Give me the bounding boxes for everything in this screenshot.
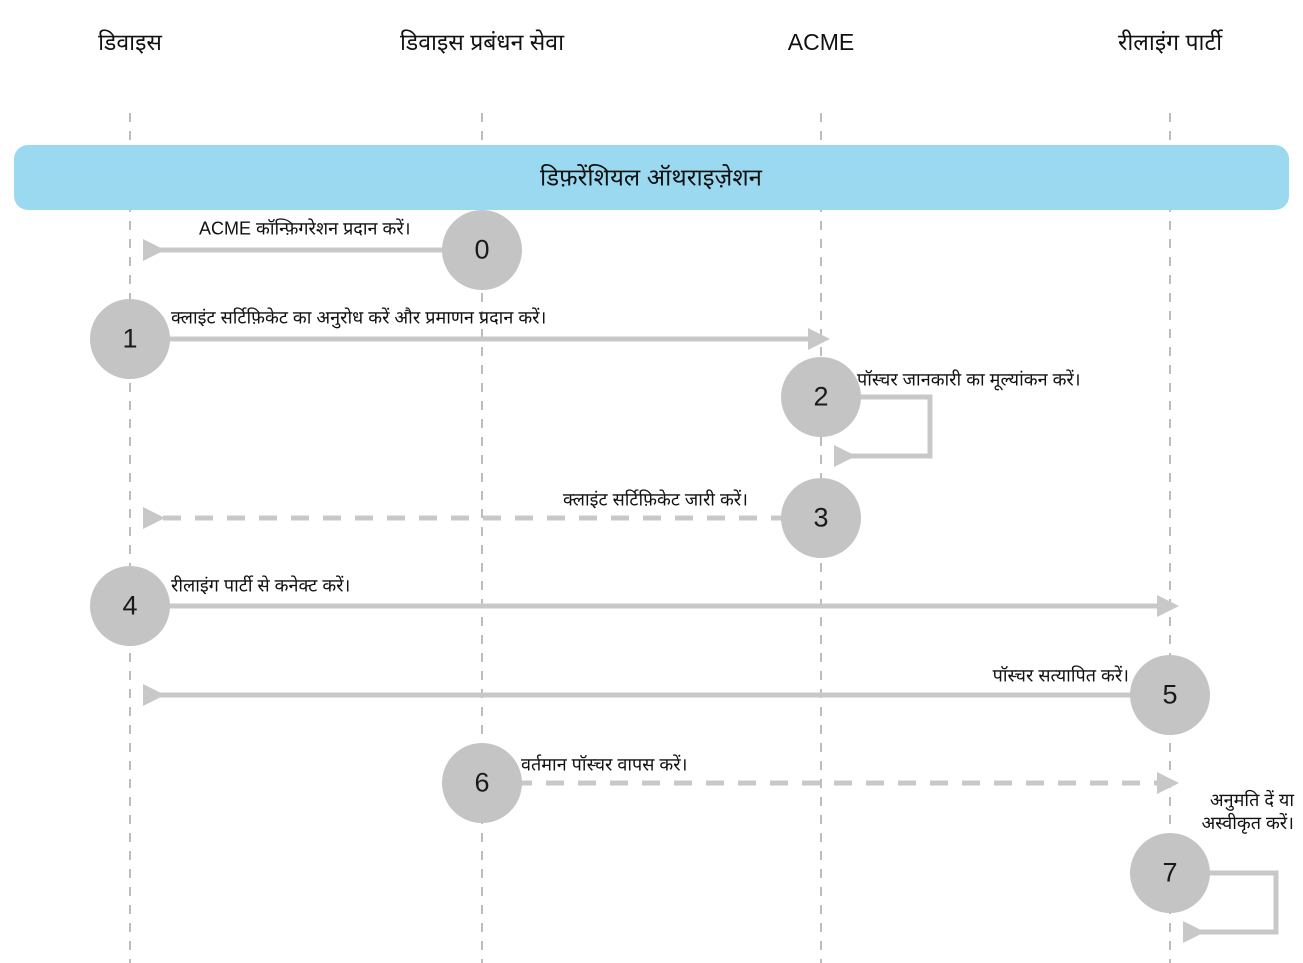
lane-header-acme: ACME [787,29,855,55]
message-label-step-5: पॉस्चर सत्यापित करें। [992,665,1129,686]
step-circle-7[interactable] [1130,833,1210,913]
arrow-step-2-selfloop [821,394,933,467]
lane-header-device: डिवाइस [98,29,162,55]
lane-header-dms: डिवाइस प्रबंधन सेवा [399,29,565,55]
message-label-step-4: रीलाइंग पार्टी से कनेक्ट करें। [171,575,351,596]
step-circle-3[interactable] [781,478,861,558]
step-circle-1[interactable] [90,299,170,379]
message-label-step-3: क्लाइंट सर्टिफ़िकेट जारी करें। [563,489,748,510]
step-circle-6[interactable] [442,743,522,823]
message-label-step-7: अनुमति दें या अस्वीकृत करें। [1201,790,1294,833]
step-circles-group [90,210,1210,913]
step-circle-0[interactable] [442,210,522,290]
message-arrows-group [130,239,1279,943]
arrow-step-7-selfloop [1170,870,1279,943]
message-label-step-1: क्लाइंट सर्टिफ़िकेट का अनुरोध करें और प्… [171,307,547,328]
step-circle-5[interactable] [1130,655,1210,735]
lifelines-group [129,113,1171,963]
step-circle-2[interactable] [781,357,861,437]
message-label-step-0: ACME कॉन्फ़िगरेशन प्रदान करें। [199,218,411,239]
lane-header-relying-party: रीलाइंग पार्टी [1117,29,1223,55]
step-circle-4[interactable] [90,566,170,646]
phase-banner-label: डिफ़रेंशियल ऑथराइज़ेशन [540,164,762,192]
phase-banner [14,145,1289,210]
message-label-step-2: पॉस्चर जानकारी का मूल्यांकन करें। [857,369,1081,390]
message-label-step-6: वर्तमान पॉस्चर वापस करें। [521,754,688,775]
